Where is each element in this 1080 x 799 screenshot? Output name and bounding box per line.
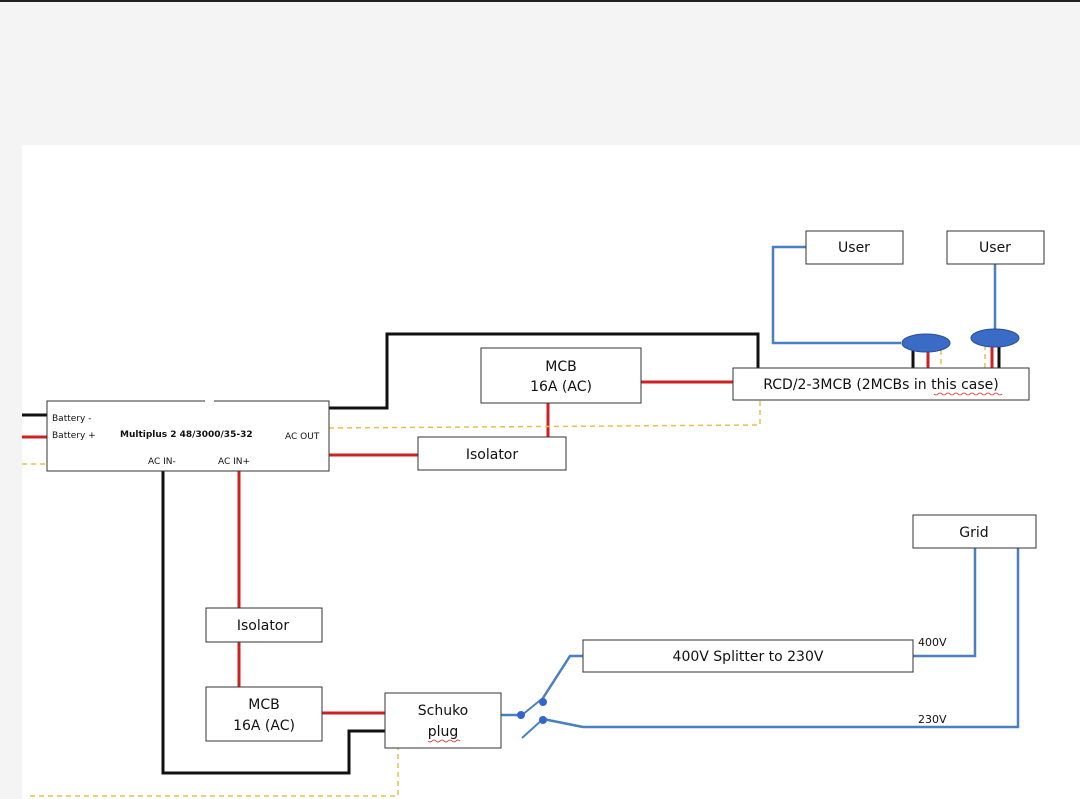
isolator-top-label: Isolator: [466, 447, 519, 463]
inverter-box: [46, 400, 330, 472]
blue-wire-grid-400v: [913, 548, 977, 658]
mcb-bottom-line2: 16A (AC): [233, 718, 295, 734]
user-box-1: [805, 230, 904, 265]
black-wire-acin-schuko: [161, 471, 385, 775]
mcb-top-box: [480, 347, 642, 404]
battery-plus-label: Battery +: [52, 431, 96, 441]
ac-in-plus-label: AC IN+: [218, 457, 250, 467]
rcd-connector-1: [901, 333, 951, 353]
blue-wire-user1: [771, 245, 901, 345]
wire-label-230v: 230V: [918, 713, 947, 726]
user-label-1: User: [838, 240, 870, 256]
splitter-label: 400V Splitter to 230V: [673, 649, 824, 665]
ac-out-label: AC OUT: [285, 432, 320, 442]
isolator-bottom-label: Isolator: [237, 618, 290, 634]
blue-wire-switch-splitter: [541, 654, 583, 699]
rcd-spellcheck-squiggle: [933, 392, 1003, 396]
wire-label-400v: 400V: [918, 636, 947, 649]
mcb-top-line2: 16A (AC): [530, 379, 592, 395]
isolator-bottom-box: [205, 607, 323, 643]
splitter-box: [582, 639, 914, 673]
grid-box: [912, 514, 1037, 549]
schuko-box: [384, 692, 502, 749]
schuko-line2: plug: [428, 724, 459, 740]
mcb-bottom-box: [205, 686, 323, 742]
black-wire-inverter-rcd: [329, 332, 760, 410]
isolator-top-box: [417, 436, 567, 471]
schuko-spellcheck-squiggle: [427, 739, 461, 743]
blue-wire-switch-230: [542, 717, 584, 729]
mcb-top-line1: MCB: [545, 359, 576, 375]
rcd-label: RCD/2-3MCB (2MCBs in this case): [763, 377, 999, 393]
switch-contact-lower: [539, 716, 547, 724]
earth-wire-bottom: [30, 748, 399, 797]
switch-contact-upper: [539, 698, 547, 706]
switch-blade-lower: [521, 718, 544, 739]
blue-wire-grid-230v: [583, 548, 1020, 729]
schuko-line1: Schuko: [418, 703, 469, 719]
mcb-bottom-line1: MCB: [248, 697, 279, 713]
top-edge: [0, 0, 1080, 2]
ac-in-minus-label: AC IN-: [148, 457, 176, 467]
battery-minus-label: Battery -: [52, 414, 91, 424]
rcd-box: [732, 367, 1030, 401]
user-label-2: User: [979, 240, 1011, 256]
grid-label: Grid: [959, 525, 988, 541]
diagram-canvas: [22, 145, 1080, 799]
inverter-name: Multiplus 2 48/3000/35-32: [120, 430, 253, 440]
user-box-2: [946, 230, 1045, 265]
switch-contact-common: [517, 711, 525, 719]
rcd-connector-2: [970, 328, 1020, 348]
